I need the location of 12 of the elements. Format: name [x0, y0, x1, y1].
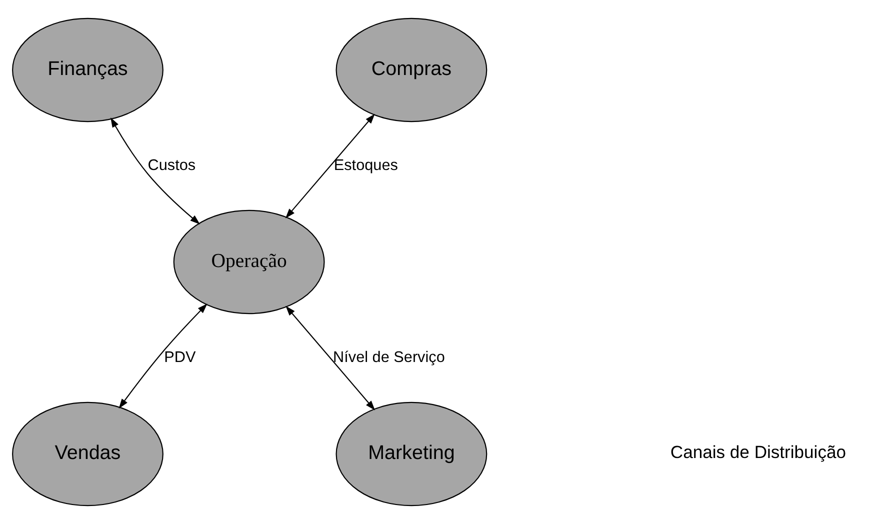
node-ellipse: Vendas: [12, 402, 164, 506]
node-ellipse: Finanças: [12, 18, 164, 122]
arrow: [286, 306, 376, 410]
edge-label: Estoques: [334, 157, 398, 174]
arrow: [110, 117, 200, 224]
edge-label: Custos: [148, 157, 196, 174]
arrow: [285, 114, 375, 218]
arrow: [118, 304, 208, 409]
edge-label: PDV: [164, 349, 196, 366]
label: Canais de Distribuição: [670, 442, 846, 462]
node-ellipse: Compras: [336, 18, 488, 122]
edge-label: Nível de Serviço: [333, 349, 445, 366]
